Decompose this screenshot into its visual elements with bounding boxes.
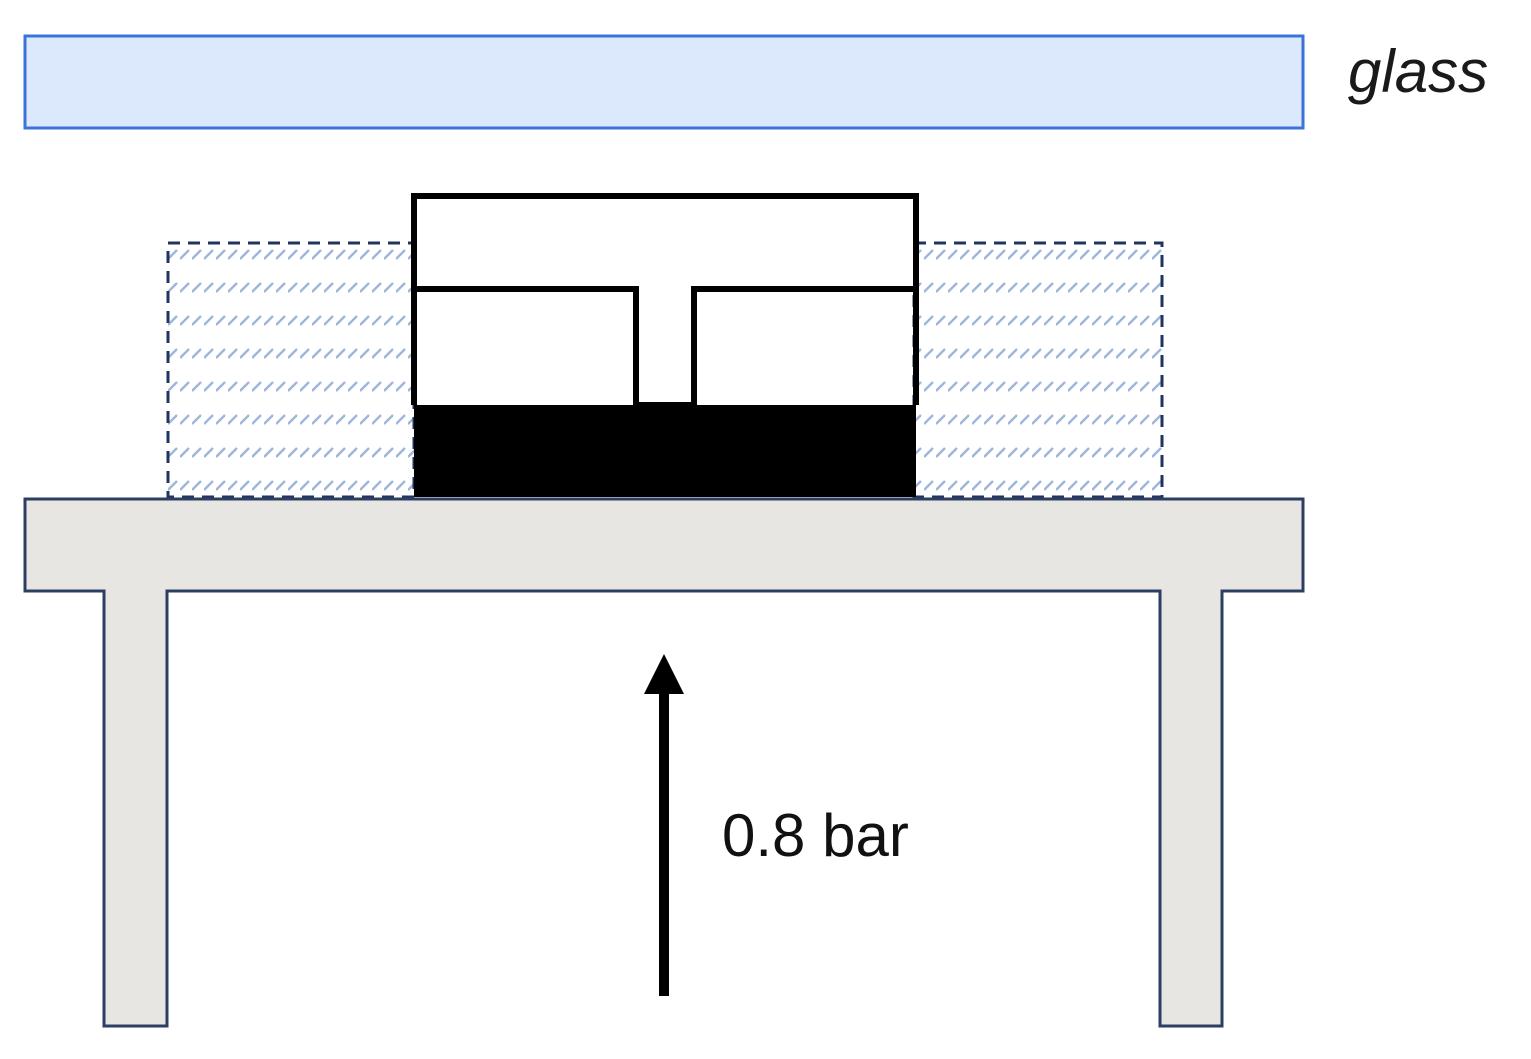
left-hatched-seal: [166, 241, 416, 499]
glass-plate: [23, 34, 1305, 130]
device-base-block: [414, 405, 916, 497]
device-cap: [411, 193, 919, 408]
support-table: [23, 497, 1305, 1028]
right-hatched-seal: [912, 241, 1164, 499]
pressure-label: 0.8 bar: [722, 802, 909, 869]
glass-label: glass: [1348, 38, 1488, 105]
pressure-arrow-head: [644, 654, 684, 694]
